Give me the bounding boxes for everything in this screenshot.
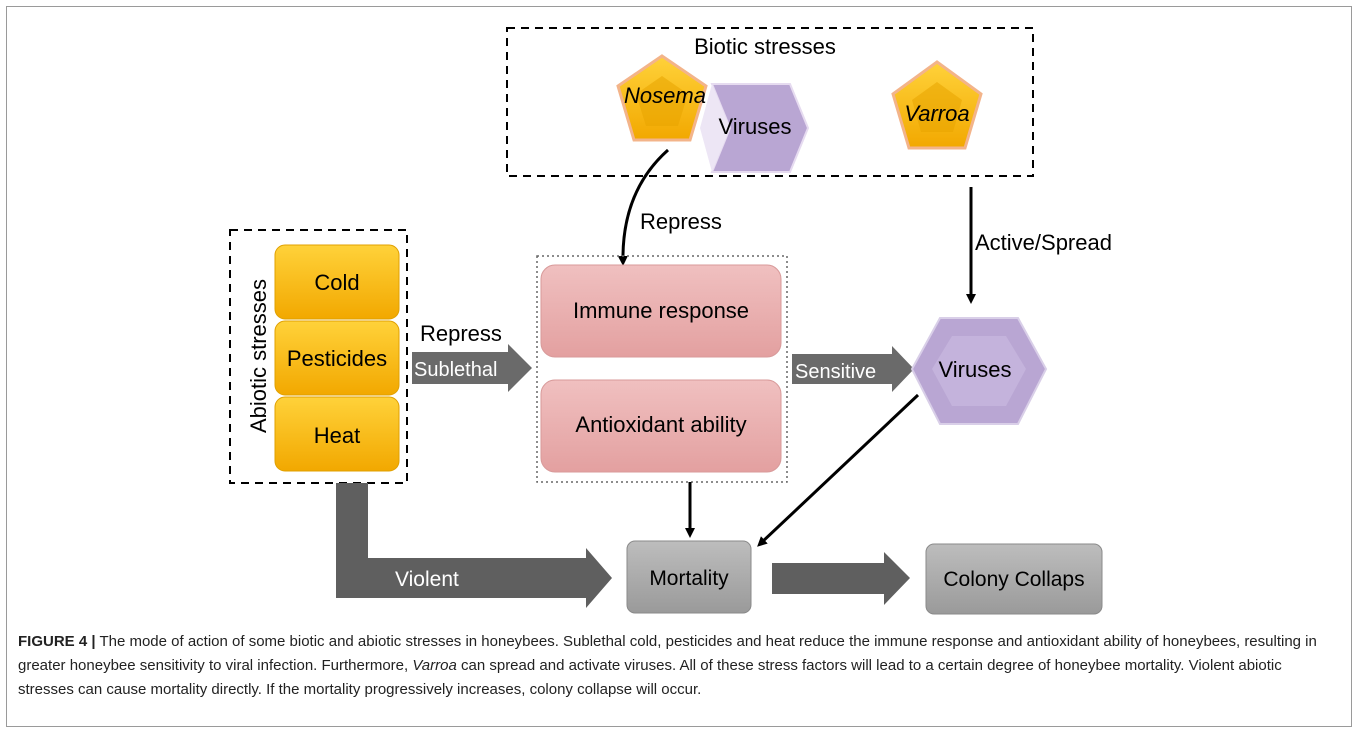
caption-label: FIGURE 4 | [18, 633, 96, 650]
nosema-pentagon [616, 54, 708, 142]
collapse-arrow [772, 552, 910, 605]
svg-text:Antioxidant ability: Antioxidant ability [575, 412, 746, 437]
violent-arrow [336, 483, 612, 608]
varroa-label: Varroa [904, 101, 969, 126]
violent-label: Violent [395, 568, 459, 591]
immune-response-box: Immune response [540, 264, 782, 358]
figure-caption: FIGURE 4 | The mode of action of some bi… [18, 630, 1338, 702]
caption-text-1: The mode of action of some biotic and ab… [18, 633, 1317, 674]
svg-text:Heat: Heat [314, 423, 360, 448]
abiotic-item-cold: Cold [274, 244, 400, 320]
svg-text:Colony Collaps: Colony Collaps [943, 568, 1084, 591]
svg-text:Mortality: Mortality [649, 567, 729, 590]
repress-top-label: Repress [640, 209, 722, 234]
varroa-pentagon [891, 60, 983, 150]
stress-diagram: Biotic stresses Nosema Viruses Varroa Re… [229, 27, 1112, 615]
viruses-biotic-label: Viruses [719, 114, 792, 139]
nosema-label: Nosema [624, 83, 706, 108]
abiotic-item-heat: Heat [274, 396, 400, 472]
sublethal-arrow [412, 344, 532, 392]
abiotic-stresses-box [229, 229, 408, 484]
sensitive-label: Sensitive [795, 361, 876, 383]
svg-text:Cold: Cold [314, 270, 359, 295]
viruses-to-mortality-arrow [757, 393, 920, 547]
sensitive-arrow [792, 346, 914, 392]
viruses-gem-shape [700, 83, 810, 173]
active-spread-label: Active/Spread [975, 230, 1112, 255]
biotic-stresses-box [506, 27, 1034, 177]
repress-left-label: Repress [420, 321, 502, 346]
host-defense-box [536, 255, 788, 483]
svg-text:Immune response: Immune response [573, 298, 749, 323]
colony-collapse-box: Colony Collaps [925, 543, 1103, 615]
viruses-node-label: Viruses [939, 357, 1012, 382]
caption-text-2: can spread and activate viruses. All of … [18, 657, 1282, 698]
mortality-box: Mortality [626, 540, 752, 614]
caption-italic: Varroa [412, 657, 457, 674]
sublethal-label: Sublethal [414, 359, 497, 381]
figure-frame [6, 6, 1352, 727]
abiotic-item-pesticides: Pesticides [274, 320, 400, 396]
svg-text:Pesticides: Pesticides [287, 346, 387, 371]
antioxidant-ability-box: Antioxidant ability [540, 379, 782, 473]
biotic-stresses-title: Biotic stresses [694, 34, 836, 59]
abiotic-stresses-title: Abiotic stresses [246, 279, 271, 433]
viruses-hexagon [910, 317, 1048, 425]
repress-arrow-top [617, 148, 669, 266]
